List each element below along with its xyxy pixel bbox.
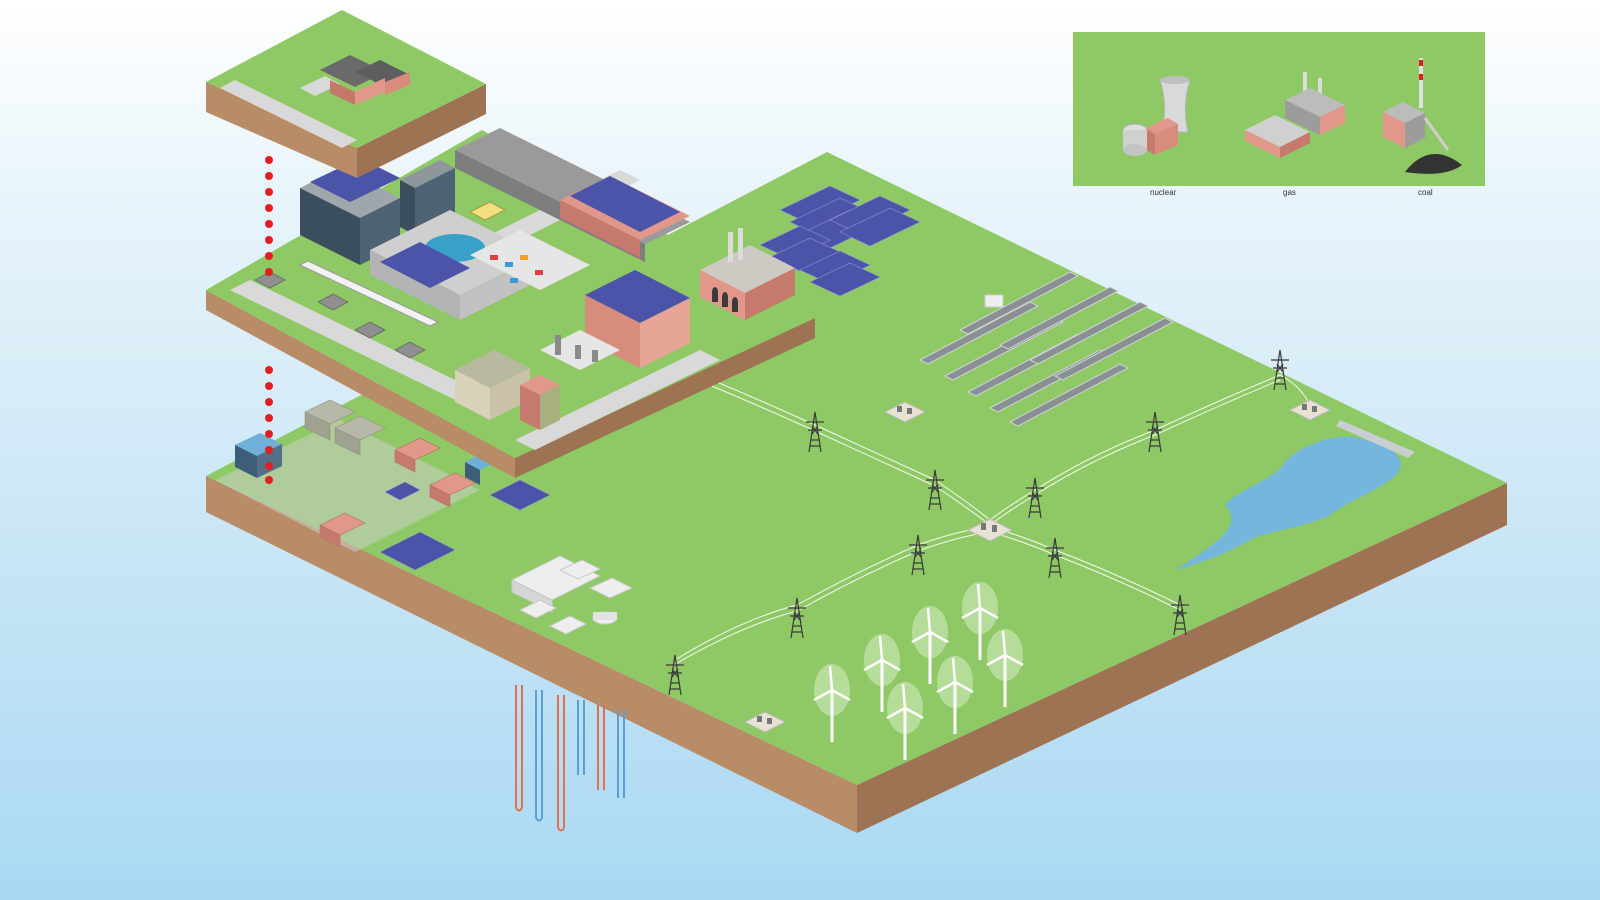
substation-icon [540, 330, 620, 370]
office-tower-icon [235, 433, 282, 478]
data-center-icon [510, 555, 634, 635]
wind-turbine-icon [813, 582, 1024, 760]
substation-icon [743, 399, 1332, 733]
nuclear-plant-icon [1122, 76, 1191, 156]
top-platform [206, 10, 486, 178]
transmission-lines [671, 374, 1311, 667]
geothermal-pipe-icon [515, 685, 625, 832]
factory-icon [455, 128, 690, 262]
lake-icon [1175, 436, 1401, 570]
transmission-tower-icon [666, 349, 1289, 696]
legend-panel [1073, 32, 1485, 186]
legend-label-gas: gas [1283, 188, 1296, 197]
legend-label-coal: coal [1418, 188, 1433, 197]
gas-plant-icon [1245, 72, 1345, 158]
house-icon [254, 271, 426, 359]
legend-label-nuclear: nuclear [1150, 188, 1177, 197]
middle-platform [206, 128, 815, 478]
factory-icon [700, 228, 795, 320]
platform-connector [265, 156, 273, 484]
house-icon [320, 55, 410, 105]
csp-mirror-icon [918, 271, 1175, 427]
solar-farm-icon [759, 185, 921, 297]
city-block [215, 399, 551, 571]
dam-icon [1336, 420, 1415, 458]
coal-plant-icon [1383, 58, 1462, 174]
